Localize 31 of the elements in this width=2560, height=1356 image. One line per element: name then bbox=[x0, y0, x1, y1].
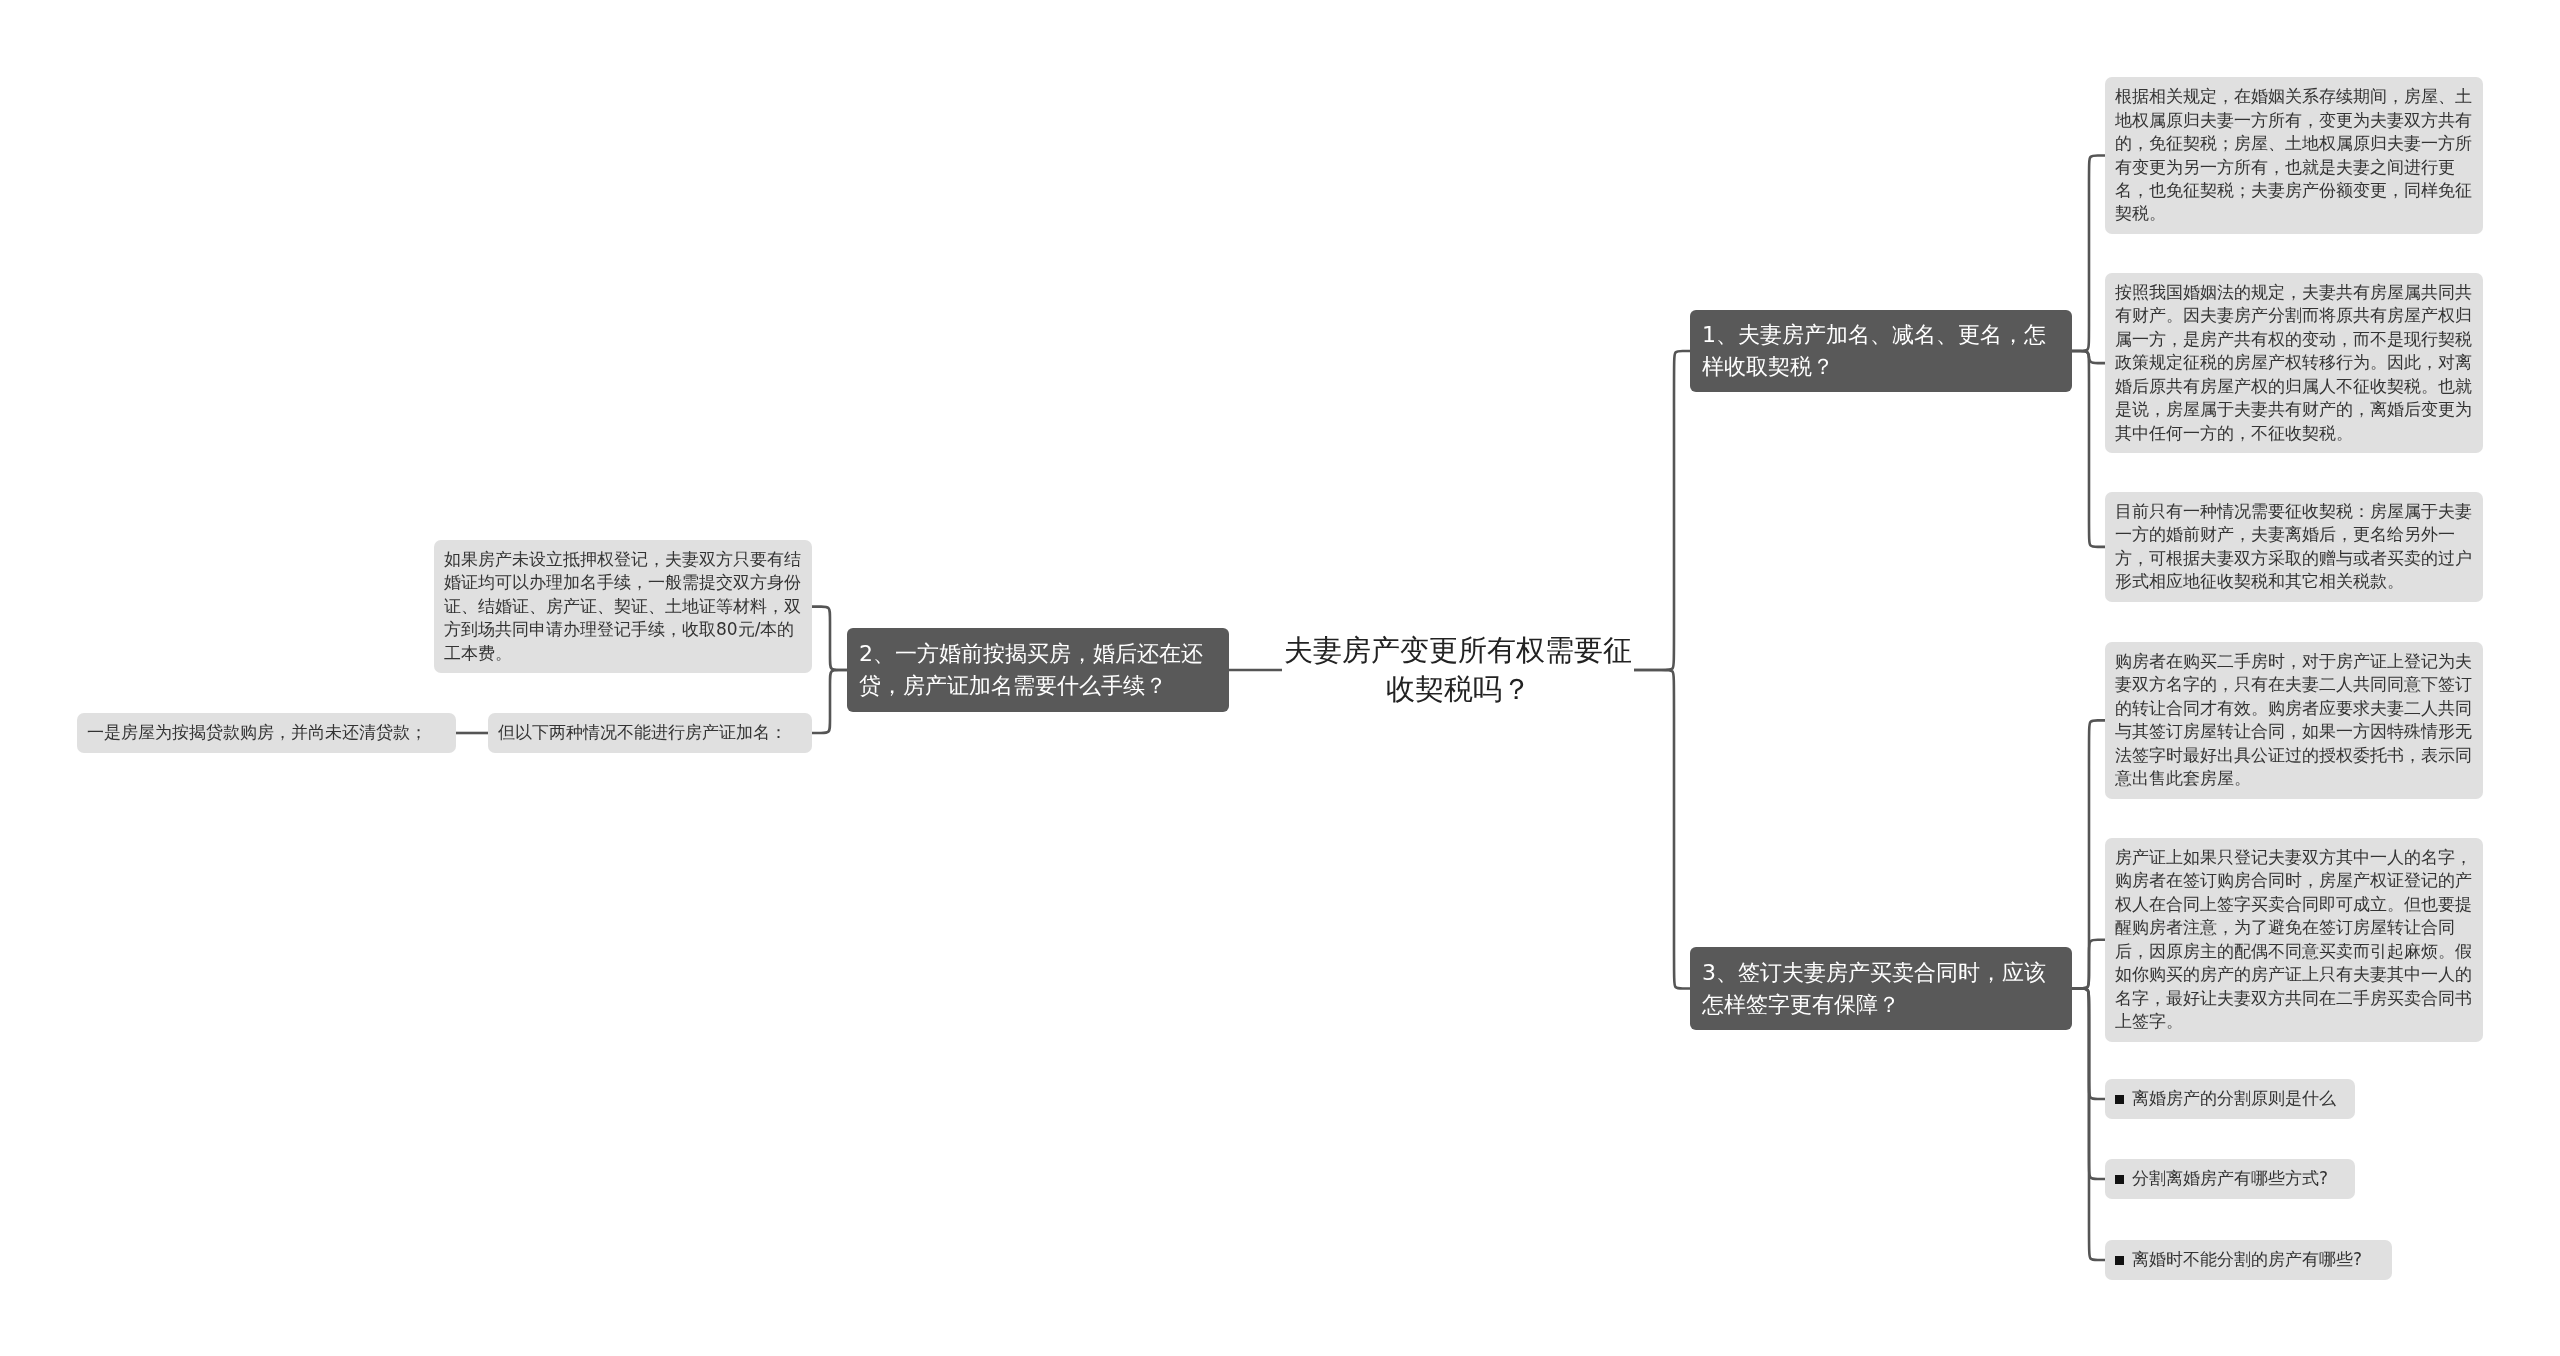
subtopic-card bbox=[2105, 1159, 2355, 1199]
connector-line bbox=[1227, 668, 1282, 672]
topic-text: 根据相关规定，在婚姻关系存续期间，房屋、土地权属原归夫妻一方所有，变更为夫妻双方共有的，免征契税；房屋、土地权属原归夫妻一方所有变更为另一方所有，也就是夫妻之间进行更名，也免征契税；夫妻房产份额变更，同样免征契税。 bbox=[2115, 85, 2473, 226]
connector-line bbox=[454, 731, 488, 735]
subtopic-card bbox=[434, 540, 812, 674]
subtopic-card bbox=[77, 713, 456, 753]
connector-line bbox=[2072, 349, 2106, 549]
topic-text: 如果房产未设立抵押权登记，夫妻双方只要有结婚证均可以办理加名手续，一般需提交双方身份证、结婚证、房产证、契证、土地证等材料，双方到场共同申请办理登记手续，收取80元/本的工本费。 bbox=[444, 548, 802, 665]
subtopic-card bbox=[488, 713, 812, 753]
topic-text: 目前只有一种情况需要征收契税：房屋属于夫妻一方的婚前财产，夫妻离婚后，更名给另外一方，可根据夫妻双方采取的赠与或者买卖的过户形式相应地征收契税和其它相关税款。 bbox=[2115, 500, 2473, 594]
connector-line bbox=[1634, 668, 1691, 990]
branch-topic bbox=[1690, 947, 2072, 1030]
topic-text: 但以下两种情况不能进行房产证加名： bbox=[498, 721, 787, 745]
topic-text: 3、签订夫妻房产买卖合同时，应该怎样签字更有保障？ bbox=[1702, 958, 2047, 1019]
subtopic-card bbox=[2105, 1240, 2392, 1280]
subtopic-card bbox=[2105, 1079, 2355, 1119]
topic-text: 分割离婚房产有哪些方式? bbox=[2132, 1167, 2329, 1191]
connector-line bbox=[812, 668, 847, 735]
topic-text: 购房者在购买二手房时，对于房产证上登记为夫妻双方名字的，只有在夫妻二人共同同意下签订的转让合同才有效。购房者应要求夫妻二人共同与其签订房屋转让合同，如果一方因特殊情形无法签字时最好出具公证过的授权委托书，表示同意出售此套房屋。 bbox=[2115, 650, 2473, 791]
topic-text: 按照我国婚姻法的规定，夫妻共有房屋属共同共有财产。因夫妻房产分割而将原共有房屋产权归属一方，是房产共有权的变动，而不是现行契税政策规定征税的房屋产权转移行为。因此，对离婚后原共有房屋产权的归属人不征收契税。也就是说，房屋属于夫妻共有财产的，离婚后变更为其中任何一方的，不征收契税。 bbox=[2115, 281, 2473, 445]
topic-text: 离婚房产的分割原则是什么 bbox=[2132, 1087, 2336, 1111]
topic-text: 夫妻房产变更所有权需要征收契税吗？ bbox=[1283, 631, 1633, 708]
branch-topic bbox=[847, 628, 1229, 712]
subtopic-card bbox=[2105, 492, 2483, 602]
topic-text: 1、夫妻房产加名、减名、更名，怎样收取契税？ bbox=[1702, 321, 2047, 381]
topic-text: 离婚时不能分割的房产有哪些? bbox=[2132, 1248, 2363, 1272]
connector-line bbox=[2072, 987, 2106, 1262]
topic-text: 房产证上如果只登记夫妻双方其中一人的名字，购房者在签订购房合同时，房屋产权证登记的产权人在合同上签字买卖合同即可成立。但也要提醒购房者注意，为了避免在签订房屋转让合同后，因原房主的配偶不同意买卖而引起麻烦。假如你购买的房产的房产证上只有夫妻其中一人的名字，最好让夫妻双方共同在二手房买卖合同书上签字。 bbox=[2115, 846, 2473, 1034]
topic-text: 2、一方婚前按揭买房，婚后还在还贷，房产证加名需要什么手续？ bbox=[859, 640, 1204, 700]
topic-text: 一是房屋为按揭贷款购房，并尚未还清贷款； bbox=[87, 721, 427, 745]
branch-topic bbox=[1690, 310, 2072, 392]
